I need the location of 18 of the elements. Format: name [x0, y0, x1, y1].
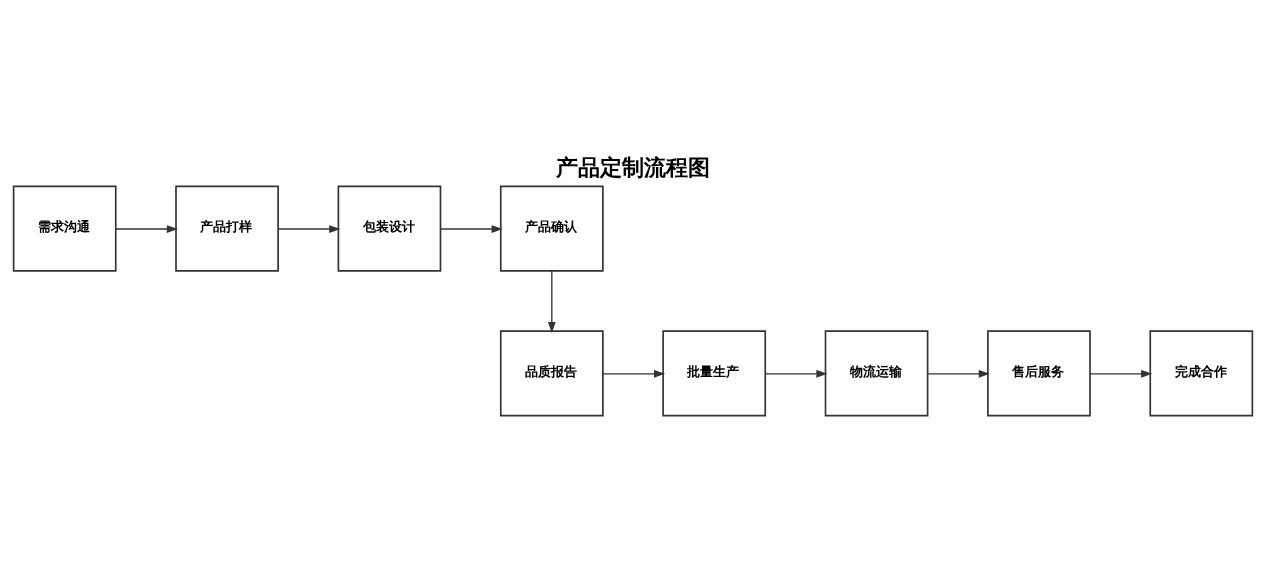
node-box: 需求沟通 [12, 185, 117, 272]
node-box: 产品确认 [499, 185, 604, 272]
node-box: 品质报告 [499, 329, 604, 416]
node-box: 批量生产 [662, 329, 767, 416]
arrow [547, 269, 556, 333]
node-box: 物流运输 [824, 329, 929, 416]
arrow [602, 369, 666, 378]
arrow [277, 224, 341, 233]
arrow [115, 224, 178, 233]
diagram-title: 产品定制流程图 [556, 154, 710, 180]
node-box: 完成合作 [1149, 329, 1254, 416]
arrow [764, 369, 828, 378]
node-box: 售后服务 [987, 329, 1091, 416]
node-box: 产品打样 [175, 185, 279, 272]
arrow [1089, 369, 1153, 378]
arrow [439, 224, 503, 233]
node-box: 包装设计 [337, 185, 442, 272]
arrow [927, 369, 990, 378]
